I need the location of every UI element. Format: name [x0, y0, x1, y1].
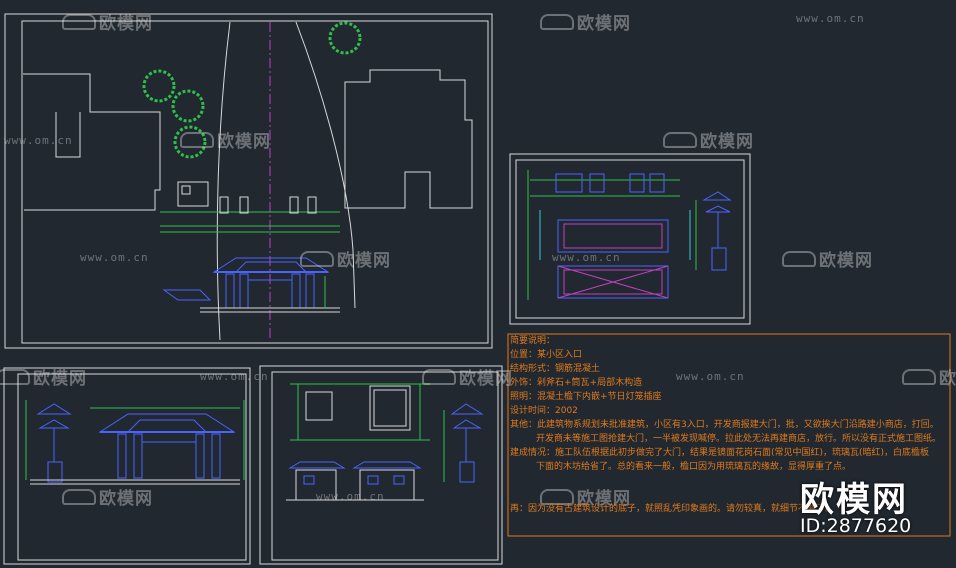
watermark-url: www.om.cn — [552, 251, 621, 264]
notes-structure: 结构形式：钢筋混凝土 — [510, 364, 601, 374]
model-id: ID:2877620 — [800, 515, 912, 537]
watermark-brand: 欧模网 — [99, 489, 153, 509]
watermark-brand: 欧模网 — [459, 369, 513, 389]
watermark-sofa-icon — [540, 489, 574, 505]
watermark-logo: 欧模网 — [180, 127, 271, 152]
watermark-sofa-icon — [782, 251, 816, 267]
watermark-url: www.om.cn — [796, 12, 865, 25]
watermark-sofa-icon — [422, 369, 456, 385]
watermark-sofa-icon — [62, 489, 96, 505]
watermark-logo: 欧模网 — [902, 364, 956, 389]
watermark-sofa-icon — [300, 251, 334, 267]
watermark-sofa-icon — [902, 369, 936, 385]
watermark-url: www.om.cn — [676, 370, 745, 383]
watermark-sofa-icon — [62, 14, 96, 30]
notes-location: 位置：某小区入口 — [510, 350, 583, 360]
watermark-url: www.om.cn — [316, 490, 385, 503]
notes-heading: 简要说明： — [510, 336, 556, 346]
watermark-logo: 欧模网 — [62, 484, 153, 509]
notes-build-status-continued: 下面的木坊给省了。总的看来一般，檐口因为用琉璃瓦的缘故，显得厚重了点。 — [536, 462, 852, 472]
watermark-brand: 欧模网 — [337, 251, 391, 271]
notes-frame — [507, 333, 951, 537]
watermark-logo: 欧模网 — [540, 484, 631, 509]
guard-house-sheet — [259, 365, 503, 565]
notes-build-status: 建成情况：施工队伍根据此初步做完了大门，结果是镜面花岗石面(常见中国红)，琉璃瓦… — [510, 448, 930, 458]
watermark-brand: 欧模网 — [939, 369, 956, 389]
watermark-logo: 欧模网 — [782, 246, 873, 271]
watermark-brand: 欧模网 — [577, 489, 631, 509]
watermark-brand: 欧模网 — [577, 14, 631, 34]
watermark-logo: 欧模网 — [422, 364, 513, 389]
watermark-brand: 欧模网 — [33, 369, 87, 389]
watermark-logo: 欧模网 — [540, 9, 631, 34]
watermark-logo: 欧模网 — [663, 127, 754, 152]
notes-again: 再：因为没有古建筑设计的底子，就照乱凭印象画的。请勿较真，就细节不要了。 — [510, 504, 835, 514]
watermark-logo: 欧模网 — [62, 9, 153, 34]
watermark-url: www.om.cn — [80, 251, 149, 264]
notes-lighting: 照明：混凝土檐下内嵌+节日灯笼插座 — [510, 392, 662, 402]
gate-elevation-sheet — [3, 367, 251, 565]
site-plan-sheet — [4, 13, 493, 349]
notes-design-time: 设计时间：2002 — [510, 406, 578, 416]
watermark-brand: 欧模网 — [217, 132, 271, 152]
design-notes: 简要说明： 位置：某小区入口 结构形式：钢筋混凝土 外饰：剁斧石+筒瓦+局部木构… — [510, 334, 950, 534]
notes-other-continued: 开发商未等施工图抢建大门，一半被发现喊停。拉此处无法再建商店，放行。所以没有正式… — [536, 434, 942, 444]
watermark-sofa-icon — [540, 14, 574, 30]
watermark-brand: 欧模网 — [99, 14, 153, 34]
notes-finish: 外饰：剁斧石+筒瓦+局部木构造 — [510, 378, 643, 388]
brand-logo-text: 欧模网 — [800, 480, 908, 520]
watermark-logo: 欧模网 — [0, 364, 87, 389]
watermark-url: www.om.cn — [200, 370, 269, 383]
watermark-logo: 欧模网 — [300, 246, 391, 271]
watermark-url: www.om.cn — [4, 134, 73, 147]
watermark-brand: 欧模网 — [819, 251, 873, 271]
notes-other: 其他：此建筑物系规划未批准建筑，小区有3入口，开发商报建大门，批，又欲挨大门沿路… — [510, 420, 939, 430]
watermark-brand: 欧模网 — [700, 132, 754, 152]
watermark-sofa-icon — [663, 132, 697, 148]
watermark-sofa-icon — [180, 132, 214, 148]
watermark-sofa-icon — [0, 369, 30, 385]
gate-plan-sheet — [509, 153, 751, 325]
